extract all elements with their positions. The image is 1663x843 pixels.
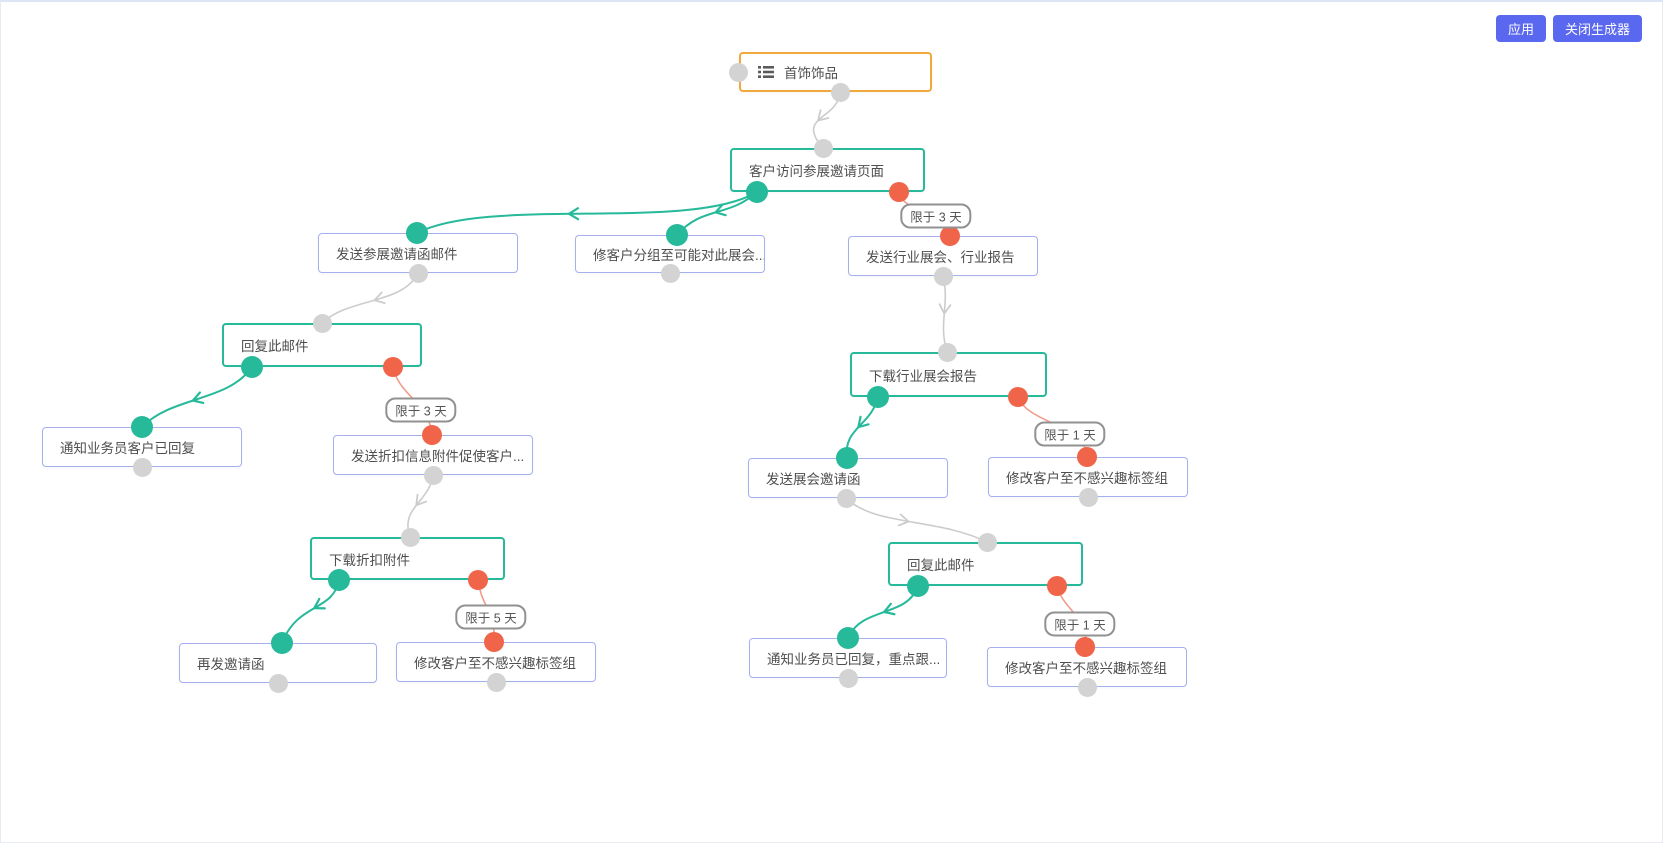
flow-node-label: 修改客户至不感兴趣标签组 [414, 656, 576, 671]
edge-arrowhead [567, 207, 580, 221]
connector-port[interactable] [937, 342, 957, 362]
edge-arrowhead [313, 597, 326, 610]
connector-port[interactable] [132, 457, 152, 477]
branch-port-timeout[interactable] [1047, 576, 1067, 596]
flow-node-label: 再发邀请函 [197, 657, 265, 672]
edge-condition-label[interactable]: 限于 5 天 [455, 604, 527, 630]
flow-edge [845, 497, 988, 543]
branch-port-timeout[interactable] [1008, 387, 1028, 407]
edge-arrowhead [415, 493, 428, 507]
branch-port-timeout[interactable] [468, 570, 488, 590]
connector-port[interactable] [836, 488, 856, 508]
flow-node-label: 通知业务员客户已回复 [60, 441, 195, 456]
list-icon [758, 65, 774, 79]
branch-port-timeout[interactable] [484, 632, 504, 652]
connector-port[interactable] [1078, 487, 1098, 507]
connector-port[interactable] [933, 266, 953, 286]
apply-button[interactable]: 应用 [1495, 15, 1546, 42]
flow-node-label: 修改客户至不感兴趣标签组 [1006, 471, 1168, 486]
flow-edge [281, 579, 340, 644]
flow-node-label: 下载折扣附件 [329, 552, 410, 568]
branch-port-yes[interactable] [837, 627, 859, 649]
branch-port-yes[interactable] [406, 222, 428, 244]
connector-port[interactable] [838, 668, 858, 688]
connector-port[interactable] [312, 313, 332, 333]
connector-port[interactable] [813, 138, 833, 158]
flow-node-label: 修客户分组至可能对此展会... [593, 248, 765, 263]
connector-port[interactable] [728, 62, 748, 82]
branch-port-timeout[interactable] [1077, 447, 1097, 467]
edge-arrowhead [191, 391, 205, 405]
edge-arrowhead [817, 109, 830, 122]
connector-port[interactable] [486, 672, 506, 692]
flow-edge [416, 191, 758, 234]
branch-port-yes[interactable] [907, 575, 929, 597]
flow-node-label: 通知业务员已回复，重点跟... [767, 652, 941, 667]
flow-edge [847, 585, 919, 639]
connector-port[interactable] [1077, 677, 1097, 697]
flow-node-label: 客户访问参展邀请页面 [749, 164, 884, 179]
branch-port-timeout[interactable] [422, 425, 442, 445]
flow-edge [321, 272, 419, 324]
edge-arrowhead [714, 203, 727, 217]
connector-port[interactable] [408, 263, 428, 283]
branch-port-timeout[interactable] [889, 182, 909, 202]
flow-node-label: 发送折扣信息附件促使客户... [351, 449, 525, 464]
edge-arrowhead [373, 291, 386, 304]
branch-port-yes[interactable] [666, 224, 688, 246]
connector-port[interactable] [830, 82, 850, 102]
flow-node-label: 发送参展邀请函邮件 [336, 247, 458, 262]
branch-port-timeout[interactable] [1075, 637, 1095, 657]
connector-port[interactable] [423, 465, 443, 485]
flow-node-label: 回复此邮件 [907, 558, 975, 573]
branch-port-yes[interactable] [867, 386, 889, 408]
connector-port[interactable] [660, 263, 680, 283]
edge-arrowhead [897, 513, 910, 527]
flow-edge [141, 366, 253, 428]
flow-node-label: 回复此邮件 [241, 339, 309, 354]
flow-node-label: 下载行业展会报告 [869, 368, 977, 384]
flow-node-label: 首饰饰品 [784, 66, 838, 81]
toolbar: 应用 关闭生成器 [1495, 15, 1642, 42]
branch-port-yes[interactable] [746, 181, 768, 203]
edge-condition-label[interactable]: 限于 1 天 [1044, 611, 1116, 637]
edge-arrowhead [883, 602, 896, 616]
edge-condition-label[interactable]: 限于 3 天 [385, 397, 457, 423]
connector-port[interactable] [977, 532, 997, 552]
branch-port-yes[interactable] [131, 416, 153, 438]
branch-port-timeout[interactable] [940, 226, 960, 246]
edge-condition-label[interactable]: 限于 1 天 [1034, 421, 1106, 447]
flow-node-label: 发送行业展会、行业报告 [866, 250, 1015, 265]
branch-port-yes[interactable] [328, 569, 350, 591]
close-generator-button[interactable]: 关闭生成器 [1552, 15, 1642, 42]
edge-arrowhead [938, 303, 952, 315]
branch-port-yes[interactable] [271, 632, 293, 654]
connector-port[interactable] [268, 673, 288, 693]
branch-port-yes[interactable] [836, 447, 858, 469]
edge-condition-label[interactable]: 限于 3 天 [900, 203, 972, 229]
flow-node-label: 发送展会邀请函 [766, 472, 861, 487]
edge-arrowhead [857, 415, 870, 429]
branch-port-yes[interactable] [241, 356, 263, 378]
flow-node-label: 修改客户至不感兴趣标签组 [1005, 661, 1167, 676]
connector-port[interactable] [400, 527, 420, 547]
branch-port-timeout[interactable] [383, 357, 403, 377]
